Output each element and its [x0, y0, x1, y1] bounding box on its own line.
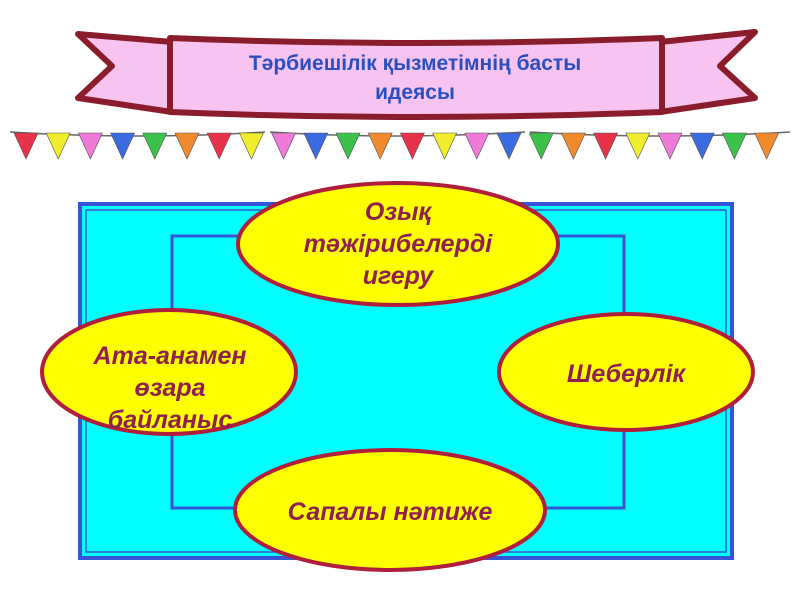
bunting-string-middle — [269, 131, 526, 137]
node-oval-right — [497, 312, 755, 432]
bunting-flag — [303, 132, 329, 160]
node-label-bottom: Сапалы нәтиже — [240, 484, 540, 540]
bunting-flag — [174, 132, 200, 160]
node-top-line-2: тәжірибелерді — [303, 230, 493, 258]
banner-title-line-1: Тәрбиешілік қызметімнің басты — [248, 52, 582, 75]
node-left-line-2: өзара — [134, 374, 206, 402]
ribbon-banner — [75, 29, 758, 120]
bunting-flags — [13, 132, 780, 160]
bunting-flag — [238, 132, 264, 160]
bunting-flag — [721, 132, 747, 160]
node-label-left: Ата-анамен өзара байланыс — [52, 336, 288, 440]
bunting-flag — [399, 132, 425, 160]
bunting-flag — [13, 132, 39, 160]
bunting-flag — [335, 132, 361, 160]
bunting-flag — [593, 132, 619, 160]
node-oval-bottom — [233, 448, 547, 572]
bunting-flag — [271, 132, 297, 160]
node-left-line-3: байланыс — [107, 406, 233, 434]
bunting-flag — [77, 132, 103, 160]
bunting-flag — [367, 132, 393, 160]
banner-title-line-2: идеясы — [375, 81, 455, 104]
bunting-flag — [754, 132, 780, 160]
node-oval-left — [40, 308, 298, 436]
bunting-flag — [464, 132, 490, 160]
bunting-flag — [560, 132, 586, 160]
node-left-line-1: Ата-анамен — [93, 342, 247, 370]
oval-nodes — [40, 181, 755, 572]
bunting-flag — [206, 132, 232, 160]
bunting-flag — [657, 132, 683, 160]
node-bottom-line-1: Сапалы нәтиже — [287, 498, 493, 526]
node-top-line-3: игеру — [362, 262, 434, 290]
bunting-flag — [432, 132, 458, 160]
node-right-line-1: Шеберлік — [566, 360, 686, 388]
ribbon-left-tail — [75, 31, 175, 115]
bunting-flag — [496, 132, 522, 160]
bunting-flag — [689, 132, 715, 160]
bunting-flag — [142, 132, 168, 160]
bunting-flag — [110, 132, 136, 160]
node-label-right: Шеберлік — [508, 346, 744, 402]
node-label-top: Озық тәжірибелерді игеру — [248, 186, 548, 302]
banner-title: Тәрбиешілік қызметімнің басты идеясы — [176, 44, 654, 112]
ribbon-right-tail — [657, 29, 758, 115]
bunting-flag — [528, 132, 554, 160]
bunting-flag — [45, 132, 71, 160]
bunting-flag — [625, 132, 651, 160]
node-oval-top — [236, 181, 560, 307]
ribbon-main — [167, 35, 665, 120]
node-top-line-1: Озық — [364, 198, 432, 226]
bunting-string-left — [9, 131, 266, 137]
